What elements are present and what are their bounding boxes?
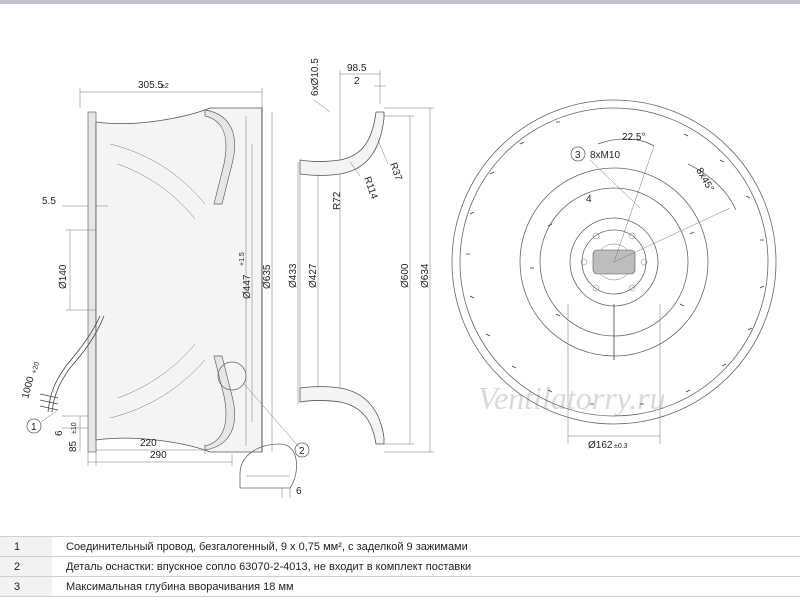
dim-6: 6 (54, 430, 65, 436)
angle-22-5: 22.5° (622, 132, 645, 143)
cable-terminals (39, 393, 59, 411)
dim-447-tol: +1.5 (239, 252, 246, 266)
note-number: 1 (0, 536, 52, 557)
note-number: 3 (0, 576, 52, 597)
inlet-nozzle-view: 98.5 2 6xØ10.5 R72 R114 R37 Ø433 Ø427 Ø6… (288, 58, 434, 453)
note-row: 2 Деталь оснастки: впускное сопло 63070-… (0, 556, 800, 577)
note-row: 3 Максимальная глубина вворачивания 18 м… (0, 576, 800, 597)
dim-427: Ø427 (308, 263, 319, 288)
top-bar (0, 0, 800, 4)
side-view: 305.5 ±2 5.5 Ø140 (20, 80, 310, 498)
callout-1-circle (26, 418, 42, 434)
dim-447: Ø447 (242, 274, 253, 299)
dim-6b: 6 (296, 486, 302, 497)
dim-2: 2 (354, 76, 360, 87)
dim-85-tol: ±10 (71, 422, 78, 434)
callout-1: 1 (31, 422, 37, 433)
dim-85: 85 (68, 440, 79, 452)
blade-marks (466, 121, 765, 405)
radius-37: R37 (387, 161, 404, 182)
dim-6x10-5: 6xØ10.5 (310, 58, 321, 96)
dim-433: Ø433 (288, 263, 299, 288)
impeller-outer-circle (451, 99, 777, 425)
note-number: 2 (0, 556, 52, 577)
dim-98-5: 98.5 (347, 63, 367, 74)
notes-table: 1 Соединительный провод, безгалогенный, … (0, 536, 800, 597)
callout-3-circle (570, 146, 586, 162)
technical-drawing: Ventilatorry.ru 305.5 ±2 5.5 (0, 4, 800, 534)
callout-2b-circle (294, 442, 310, 458)
nozzle-bottom (299, 386, 385, 445)
note-text: Соединительный провод, безгалогенный, 9 … (52, 536, 800, 557)
nozzle-top (299, 111, 385, 176)
dim-1000-tol: +20 (31, 361, 41, 374)
thread-8xm10: 8xM10 (590, 150, 620, 161)
dim-634: Ø634 (420, 263, 431, 288)
back-plate (87, 111, 97, 453)
dim-140: Ø140 (58, 264, 69, 289)
dim-5-5: 5.5 (42, 196, 56, 207)
dim-635: Ø635 (262, 264, 273, 289)
callout-3: 3 (575, 150, 581, 161)
callout-4: 4 (586, 194, 592, 205)
dim-305-5-tol: ±2 (161, 83, 169, 90)
note-row: 1 Соединительный провод, безгалогенный, … (0, 536, 800, 557)
dim-1000: 1000 (20, 375, 36, 400)
note-text: Деталь оснастки: впускное сопло 63070-2-… (52, 556, 800, 577)
dim-220: 220 (140, 438, 157, 449)
note-text: Максимальная глубина вворачивания 18 мм (52, 576, 800, 597)
callout-2b: 2 (299, 446, 305, 457)
radius-72: R72 (332, 191, 343, 210)
dim-162-tol: ±0.3 (614, 443, 628, 450)
dim-162: Ø162 (588, 440, 613, 451)
impeller-shroud (95, 107, 263, 453)
dim-600: Ø600 (400, 263, 411, 288)
dim-305-5: 305.5 (138, 80, 163, 91)
radius-114: R114 (361, 175, 379, 201)
watermark: Ventilatorry.ru (478, 380, 666, 416)
dim-290: 290 (150, 450, 167, 461)
